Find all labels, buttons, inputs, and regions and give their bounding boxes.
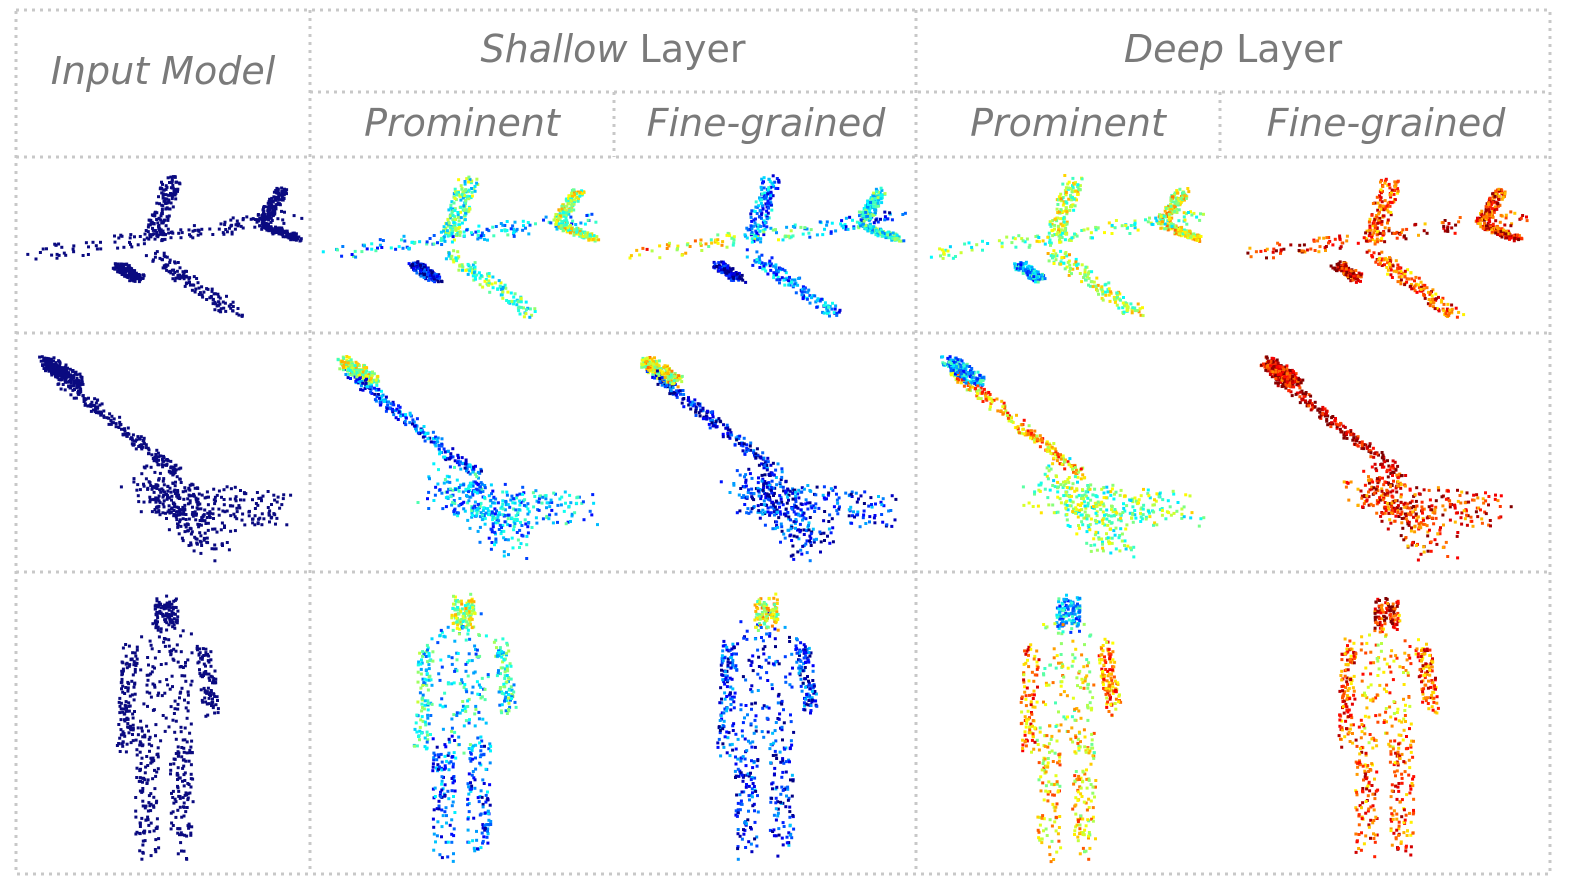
- person-point-cloud-shallow-fine-grained: [716, 592, 819, 861]
- header-deep-fine-grained: Fine-grained: [1222, 104, 1550, 142]
- prominent-label: Prominent: [970, 101, 1166, 145]
- airplane-point-cloud-shallow-fine-grained: [628, 174, 907, 318]
- layer-label: Layer: [627, 27, 746, 71]
- header-deep-prominent: Prominent: [918, 104, 1218, 142]
- fine-grained-label: Fine-grained: [1266, 101, 1506, 145]
- airplane-point-cloud-deep-prominent: [929, 174, 1205, 318]
- header-shallow-prominent: Prominent: [312, 104, 612, 142]
- header-shallow-layer: Shallow Layer: [312, 30, 914, 68]
- airplane-point-cloud-shallow-prominent: [321, 175, 601, 319]
- header-shallow-fine-grained: Fine-grained: [616, 104, 916, 142]
- person-point-cloud-shallow-prominent: [412, 592, 518, 863]
- guitar-point-cloud-deep-prominent: [940, 355, 1206, 559]
- person-point-cloud-deep-fine-grained: [1337, 597, 1440, 859]
- airplane-point-cloud-input-input: [26, 175, 304, 318]
- guitar-point-cloud-deep-fine-grained: [1259, 355, 1513, 562]
- guitar-point-cloud-input-input: [38, 355, 293, 563]
- input-model-label: Input Model: [50, 49, 276, 93]
- shallow-label: Shallow: [480, 27, 628, 71]
- table-grid: [14, 8, 1552, 876]
- guitar-point-cloud-shallow-prominent: [336, 355, 599, 560]
- airplane-point-cloud-deep-fine-grained: [1246, 177, 1529, 319]
- deep-label: Deep: [1123, 27, 1225, 71]
- prominent-label: Prominent: [364, 101, 560, 145]
- header-deep-layer: Deep Layer: [918, 30, 1548, 68]
- guitar-point-cloud-shallow-fine-grained: [640, 356, 898, 563]
- header-input-model: Input Model: [20, 52, 306, 90]
- fine-grained-label: Fine-grained: [646, 101, 886, 145]
- layer-label: Layer: [1224, 27, 1343, 71]
- person-point-cloud-input-input: [115, 594, 220, 861]
- person-point-cloud-deep-prominent: [1019, 593, 1123, 864]
- point-clouds: [26, 174, 1529, 864]
